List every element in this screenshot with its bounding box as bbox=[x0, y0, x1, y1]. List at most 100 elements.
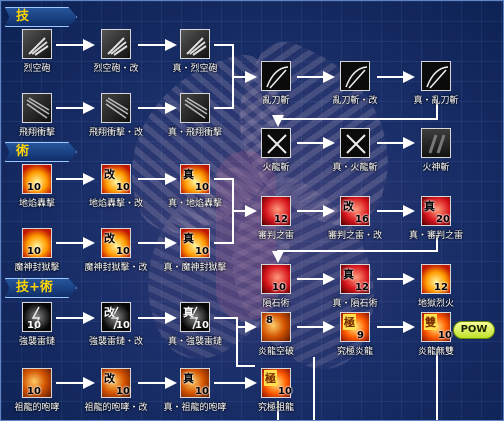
skill-shen-pan-zhi-lei[interactable]: 12 審判之雷 bbox=[237, 196, 315, 241]
section-jishu-header: 技+術 bbox=[5, 278, 77, 298]
skill-tier-badge: 真 bbox=[343, 268, 354, 281]
skill-label: 審判之雷・改 bbox=[327, 231, 382, 241]
skill-level: 10 bbox=[278, 386, 292, 397]
skill-di-yu-lie-huo[interactable]: 12 地獄烈火 bbox=[397, 264, 475, 309]
wind-burst-icon bbox=[180, 29, 210, 59]
skill-label: 強襲雷鏈・改 bbox=[88, 337, 143, 347]
skill-level: 10 bbox=[116, 320, 130, 331]
skill-label: 炎龍空破 bbox=[257, 347, 294, 357]
skill-tier-badge: 真 bbox=[183, 232, 194, 245]
skill-zu-long-de-pao-xiao[interactable]: 10 祖龍的咆哮 bbox=[1, 368, 76, 413]
skill-zhen-luan-dao-zhan[interactable]: 真・亂刀斬 bbox=[397, 61, 475, 106]
cross-slash-icon bbox=[261, 128, 291, 158]
wind-burst-icon bbox=[101, 29, 131, 59]
skill-qiang-xi-lei-lian[interactable]: 10 強襲雷鏈 bbox=[1, 302, 76, 347]
skill-label: 真・魔神封獄擊 bbox=[163, 263, 227, 273]
skill-level: 12 bbox=[434, 282, 448, 293]
skill-label: 真・地焰轟擊 bbox=[167, 199, 222, 209]
skill-zhen-fei-xiang-chong-ji[interactable]: 真・飛翔衝擊 bbox=[156, 93, 234, 138]
skill-label: 真・隕石術 bbox=[332, 299, 378, 309]
skill-label: 魔神封獄擊 bbox=[14, 263, 60, 273]
skill-label: 地焰轟擊・改 bbox=[88, 199, 143, 209]
skill-mo-shen-feng-yu-ji[interactable]: 10 魔神封獄擊 bbox=[1, 228, 76, 273]
skill-label: 真・烈空砲 bbox=[172, 64, 218, 74]
skill-label: 真・審判之雷 bbox=[408, 231, 463, 241]
skill-label: 火龍斬 bbox=[262, 163, 290, 173]
skill-level: 10 bbox=[195, 320, 209, 331]
skill-label: 真・強襲雷鏈 bbox=[167, 337, 222, 347]
skill-tier-badge: 改 bbox=[104, 306, 115, 319]
skill-label: 祖龍的咆哮・改 bbox=[84, 403, 148, 413]
skill-label: 烈空砲・改 bbox=[93, 64, 139, 74]
skill-zhen-lie-kong-pao[interactable]: 真・烈空砲 bbox=[156, 29, 234, 74]
skill-level: 10 bbox=[116, 182, 130, 193]
skill-label: 亂刀斬 bbox=[262, 96, 290, 106]
skill-luan-dao-zhan-gai[interactable]: 亂刀斬・改 bbox=[316, 61, 394, 106]
section-ji-header: 技 bbox=[5, 7, 77, 27]
skill-level: 20 bbox=[436, 214, 450, 225]
feather-icon bbox=[180, 93, 210, 123]
hellfire-icon: 12 bbox=[421, 264, 451, 294]
skill-tier-badge: 真 bbox=[183, 306, 194, 319]
skill-luan-dao-zhan[interactable]: 亂刀斬 bbox=[237, 61, 315, 106]
skill-fei-xiang-chong-ji[interactable]: 飛翔衝擊 bbox=[1, 93, 76, 138]
skill-yan-long-kong-po[interactable]: 8 炎龍空破 bbox=[237, 312, 315, 357]
skill-label: 地獄烈火 bbox=[417, 299, 454, 309]
slash-icon bbox=[261, 61, 291, 91]
skill-huo-shen-zhan[interactable]: 火神斬 bbox=[397, 128, 475, 173]
skill-level: 10 bbox=[438, 330, 452, 341]
skill-tier-badge: 改 bbox=[104, 232, 115, 245]
skill-fei-xiang-chong-ji-gai[interactable]: 飛翔衝擊・改 bbox=[77, 93, 155, 138]
demon-seal-icon: 10 bbox=[22, 228, 52, 258]
skill-label: 魔神封獄擊・改 bbox=[84, 263, 148, 273]
skill-label: 飛翔衝擊・改 bbox=[88, 128, 143, 138]
skill-level: 10 bbox=[116, 386, 130, 397]
skill-tier-badge: 極 bbox=[343, 314, 356, 330]
skill-lie-kong-pao-gai[interactable]: 烈空砲・改 bbox=[77, 29, 155, 74]
skill-label: 亂刀斬・改 bbox=[332, 96, 378, 106]
skill-tier-badge: 改 bbox=[343, 200, 354, 213]
skill-level: 10 bbox=[27, 182, 41, 193]
skill-label: 隕石術 bbox=[262, 299, 290, 309]
skill-di-yan-hong-ji[interactable]: 10 地焰轟擊 bbox=[1, 164, 76, 209]
skill-label: 審判之雷 bbox=[257, 231, 294, 241]
slash-icon bbox=[421, 61, 451, 91]
fire-god-slash-icon bbox=[421, 128, 451, 158]
skill-level: 10 bbox=[27, 386, 41, 397]
flame-dragon-icon: 8 bbox=[261, 312, 291, 342]
skill-level: 8 bbox=[266, 315, 273, 326]
skill-label: 炎龍無雙 bbox=[417, 347, 454, 357]
skill-zhen-huo-long-zhan[interactable]: 真・火龍斬 bbox=[316, 128, 394, 173]
skill-lie-kong-pao[interactable]: 烈空砲 bbox=[1, 29, 76, 74]
judgement-thunder-icon: 12 bbox=[261, 196, 291, 226]
skill-level: 10 bbox=[195, 386, 209, 397]
skill-huo-long-zhan[interactable]: 火龍斬 bbox=[237, 128, 315, 173]
meteor-icon: 10 bbox=[261, 264, 291, 294]
skill-level: 10 bbox=[195, 182, 209, 193]
skill-level: 10 bbox=[272, 282, 286, 293]
feather-icon bbox=[101, 93, 131, 123]
skill-level: 10 bbox=[27, 320, 41, 331]
skill-level: 16 bbox=[355, 214, 369, 225]
skill-yun-shi-shu[interactable]: 10 隕石術 bbox=[237, 264, 315, 309]
